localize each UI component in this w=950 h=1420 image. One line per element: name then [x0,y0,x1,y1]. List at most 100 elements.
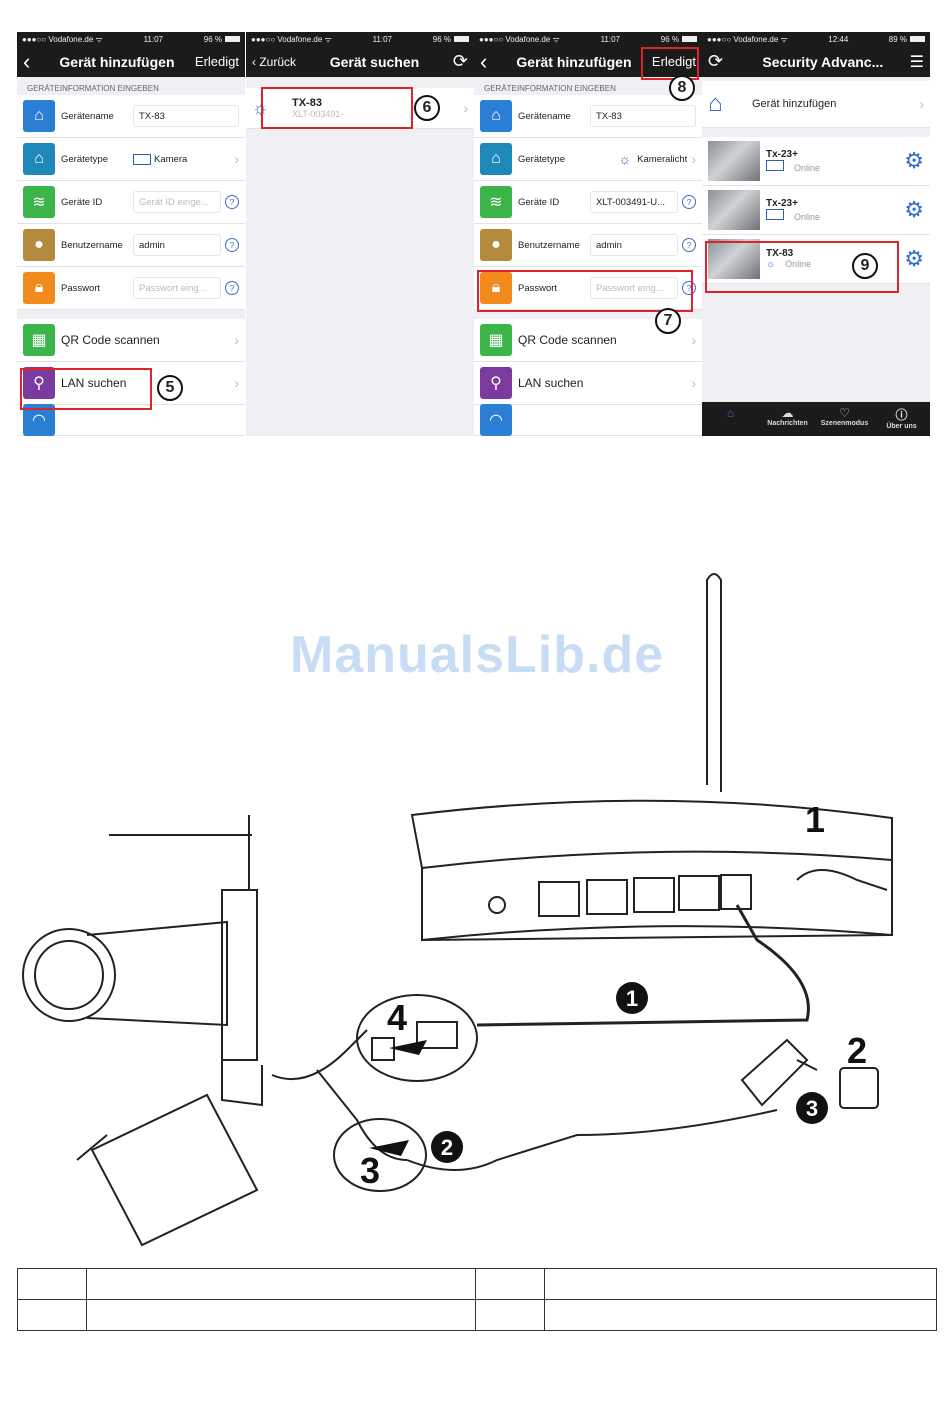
tab-messages[interactable]: ☁Nachrichten [759,402,816,436]
highlight-lan-search [20,368,152,410]
battery-icon [454,36,469,42]
chevron-right-icon: › [234,332,239,348]
step-badge [431,1131,463,1163]
back-button[interactable]: ‹ [23,48,31,74]
help-icon[interactable]: ? [225,281,239,295]
camera-item[interactable]: Tx-23+Online ⚙ [702,186,930,235]
field-password: 🔒︎ Passwort Passwort eing... ? [474,267,702,310]
wifi-config-item[interactable]: ◠ [474,404,702,436]
camera-thumbnail [708,141,760,181]
help-icon[interactable]: ? [225,238,239,252]
screen-add-device: ●●●○○ Vodafone.de ᯤ 11:07 96 % ‹ Gerät h… [17,32,245,436]
device-type-icon: ⌂ [23,143,55,175]
camera-thumbnail [708,239,760,279]
help-icon[interactable]: ? [225,195,239,209]
arrow-icon [369,1140,409,1156]
device-id-input[interactable]: XLT-003491-U... [590,191,678,213]
highlight-password [477,270,693,312]
menu-list-icon[interactable]: ☰ [909,53,924,71]
qr-code-icon: ▦ [23,324,55,356]
password-input[interactable]: Passwort eing... [133,277,221,299]
nav-title: Gerät hinzufügen [59,53,175,70]
chevron-right-icon: › [463,100,468,116]
search-result-item[interactable]: ☼ TX-83 XLT-003491- › [246,88,474,129]
battery-icon [682,36,697,42]
nav-title: Gerät suchen [329,53,420,70]
field-device-type[interactable]: ⌂ Gerätetype ☼Kameralicht › [474,138,702,181]
device-id-input[interactable]: Gerät ID einge... [133,191,221,213]
back-button[interactable]: ‹ [480,48,488,74]
home-icon: ⌂ [726,406,735,420]
back-button[interactable]: ‹ Zurück [252,54,297,69]
layers-icon: ≋ [23,186,55,218]
camera-item[interactable]: Tx-23+Online ⚙ [702,137,930,186]
camera-icon [766,159,784,171]
done-button[interactable]: Erledigt [651,54,696,69]
field-username: ● Benutzername admin ? [17,224,245,267]
step-number: 3 [806,1096,818,1121]
qr-scan-item[interactable]: ▦ QR Code scannen › [17,319,245,362]
lock-icon: 🔒︎ [480,272,512,304]
help-icon[interactable]: ? [682,238,696,252]
device-name-input[interactable]: TX-83 [133,105,239,127]
status-bar: ●●●○○ Vodafone.de ᯤ 11:07 96 % [474,32,702,46]
step-number: 2 [441,1135,453,1160]
info-table [17,1268,937,1331]
app-screenshots: ●●●○○ Vodafone.de ᯤ 11:07 96 % ‹ Gerät h… [17,32,930,436]
highlight-result [261,87,413,129]
gear-icon[interactable]: ⚙ [904,197,924,222]
section-header: GERÄTEINFORMATION EINGEBEN [27,84,159,93]
camera-icon [133,153,151,165]
light-bulb-icon: ☼ [618,151,632,167]
screen-search-device: ●●●○○ Vodafone.de ᯤ 11:07 96 % ‹ Zurück … [246,32,474,436]
gear-icon[interactable]: ⚙ [904,148,924,173]
chevron-right-icon: › [234,151,239,167]
help-icon[interactable]: ? [682,195,696,209]
username-input[interactable]: admin [133,234,221,256]
camera-item[interactable]: TX-83☼Online ⚙ [702,235,930,284]
add-device-item[interactable]: ⌂ Gerät hinzufügen › [702,81,930,128]
light-bulb-icon: ☼ [766,259,776,270]
field-device-type[interactable]: ⌂ Gerätetype Kamera › [17,138,245,181]
password-input[interactable]: Passwort eing... [590,277,678,299]
status-bar: ●●●○○ Vodafone.de ᯤ 11:07 96 % [246,32,474,46]
info-icon: ⓘ [895,408,908,422]
gear-icon[interactable]: ⚙ [904,246,924,271]
light-bulb-icon: ☼ [252,97,269,118]
connection-diagram: 1 2 3 1 2 3 4 [22,573,893,1247]
status-bar: ●●●○○ Vodafone.de ᯤ 11:07 96 % [17,32,245,46]
nav-bar: ⟳ Security Advanc... ☰ [702,46,930,77]
cloud-icon: ☁ [781,406,794,420]
refresh-icon[interactable]: ⟳ [708,51,724,71]
nav-title: Security Advanc... [762,53,884,70]
router-front [421,860,893,942]
refresh-icon[interactable]: ⟳ [452,51,468,71]
tab-devices[interactable]: ⌂ [702,402,759,436]
username-input[interactable]: admin [590,234,678,256]
lan-search-item[interactable]: ⚲ LAN suchen › [474,362,702,405]
field-device-name: ⌂ Gerätename TX-83 [474,95,702,138]
device-name-input[interactable]: TX-83 [590,105,696,127]
help-icon[interactable]: ? [682,281,696,295]
tab-scenes[interactable]: ♡Szenenmodus [816,402,873,436]
router-antenna [706,573,722,792]
table-row [17,1299,937,1331]
step-number: 1 [626,986,638,1011]
camera-icon [766,208,784,220]
camera-thumbnail [708,190,760,230]
screen-add-device-filled: ●●●○○ Vodafone.de ᯤ 11:07 96 % ‹ Gerät h… [474,32,702,436]
wifi-config-item[interactable]: ◠ [17,404,245,436]
field-device-id: ≋ Geräte ID Gerät ID einge... ? [17,181,245,224]
highlight-new-camera [705,241,899,293]
chevron-right-icon: › [691,332,696,348]
home-icon: ⌂ [23,100,55,132]
done-button[interactable]: Erledigt [194,54,239,69]
add-home-icon: ⌂ [708,90,723,117]
watermark: ManualsLib.de [290,626,665,684]
label-power-connector: 3 [360,1150,380,1191]
wifi-icon: ◠ [480,404,512,436]
search-icon: ⚲ [480,367,512,399]
device-type-icon: ⌂ [480,143,512,175]
